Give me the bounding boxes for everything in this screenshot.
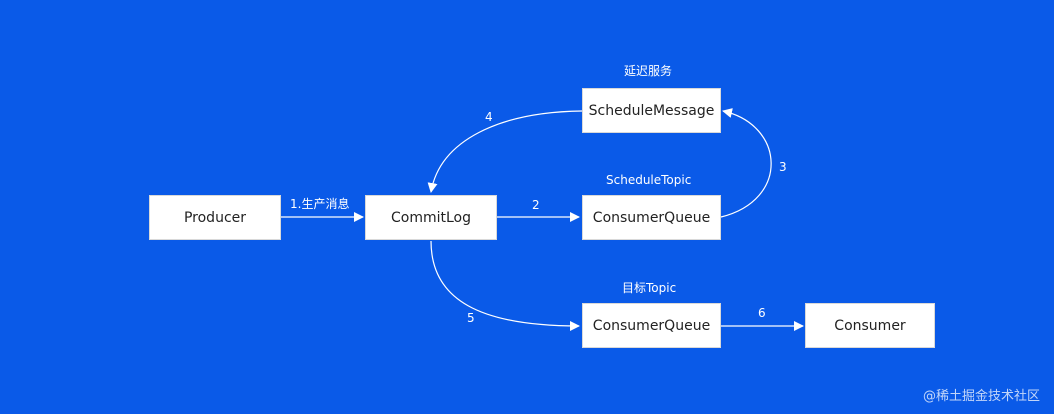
commitlog-node: CommitLog	[365, 195, 497, 240]
edge-label-5: 5	[467, 311, 475, 325]
schedule-message-node: ScheduleMessage	[582, 88, 721, 133]
schedule-topic-label: ScheduleTopic	[606, 173, 692, 187]
target-topic-label: 目标Topic	[622, 281, 677, 295]
target-consumer-queue-node: ConsumerQueue	[582, 303, 721, 348]
delay-service-label: 延迟服务	[624, 64, 673, 78]
schedule-consumer-queue-node: ConsumerQueue	[582, 195, 721, 240]
edge-schedule-message-to-commitlog	[427, 110, 583, 193]
edge-label-2: 2	[532, 198, 540, 212]
edge-label-1: 1.生产消息	[290, 197, 350, 211]
consumer-node: Consumer	[805, 303, 935, 348]
edge-label-3: 3	[779, 160, 787, 174]
edge-label-6: 6	[758, 306, 766, 320]
producer-node: Producer	[149, 195, 281, 240]
edge-commitlog-to-target-queue	[430, 240, 580, 331]
edge-schedule-queue-to-schedule-message	[720, 108, 772, 218]
watermark: @稀土掘金技术社区	[922, 389, 1040, 404]
edge-label-4: 4	[485, 110, 493, 124]
